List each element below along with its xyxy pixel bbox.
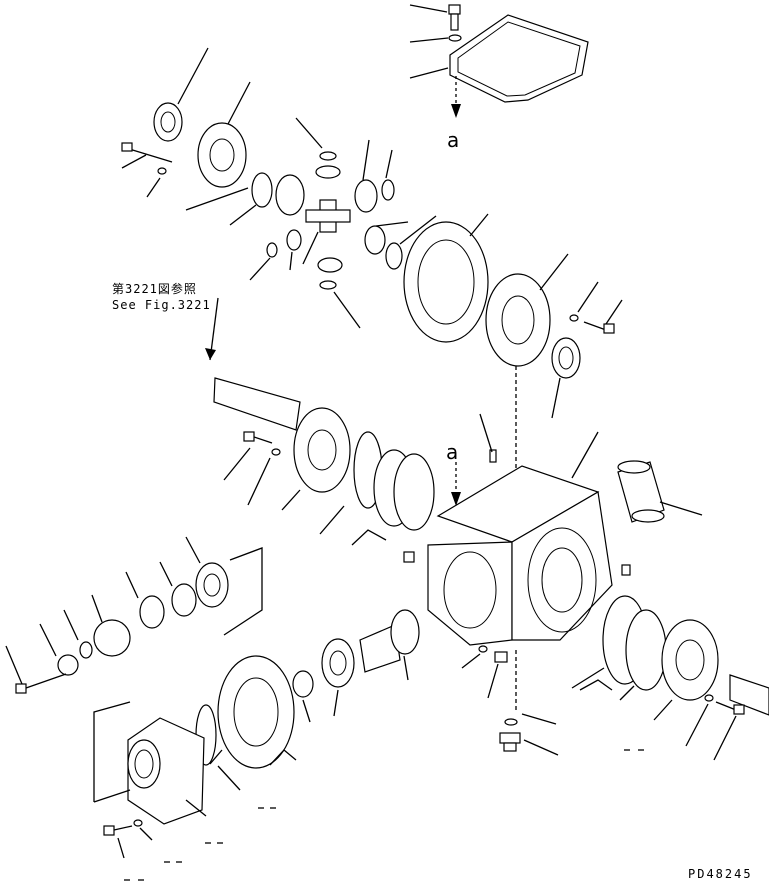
input-assembly [5, 536, 263, 694]
reference-mark-top: a [447, 128, 460, 152]
drain-washer-icon [504, 718, 518, 726]
yoke-bolt-icon [15, 673, 67, 694]
side-gear-left-icon [275, 174, 305, 216]
reference-mark-housing: a [446, 440, 459, 464]
leader-ticks [124, 749, 644, 881]
carrier-flange-plate [217, 655, 295, 769]
pinion-gear-right-icon [364, 225, 386, 255]
pinion-washer-left [266, 242, 278, 258]
right-flange-washer-icon [704, 694, 714, 702]
cover-washer-icon [448, 34, 462, 42]
breather-plug [403, 551, 415, 563]
carrier-assembly [93, 655, 297, 859]
pinion-gear-bottom-icon [317, 257, 343, 273]
right-bolt-icon [583, 321, 615, 334]
thrust-washer-far [385, 242, 403, 270]
flange-bolt-icon [243, 431, 273, 444]
drive-pinion-gear-icon [390, 609, 420, 655]
top-cover-assembly [409, 4, 589, 118]
ring-gear-assembly [403, 213, 623, 530]
input-bearing-outer-icon [195, 562, 229, 608]
housing-washer-icon [478, 645, 488, 653]
yoke [93, 619, 131, 657]
diff-bolt-icon [121, 142, 173, 163]
axle-housing-icon [403, 413, 631, 756]
right-shaft [729, 674, 769, 716]
drawing-code: PD48245 [688, 867, 753, 881]
housing-side-face [511, 491, 613, 641]
diff-case-right [485, 273, 551, 367]
drain-plug-icon [499, 732, 521, 752]
ring-gear-icon [403, 221, 489, 343]
sleeve-assembly [617, 460, 703, 523]
right-brake-assembly [571, 595, 769, 761]
right-washer-icon [569, 314, 579, 322]
diff-case-left [197, 122, 247, 188]
spider-cross [305, 199, 351, 233]
cage-washer-icon [133, 819, 143, 827]
see-also-japanese: 第3221図参照 [112, 282, 197, 296]
diff-washer-icon [157, 167, 167, 175]
right-flange-bolt-icon [715, 701, 745, 715]
oil-seal [139, 595, 165, 629]
thrust-washer-right [381, 179, 395, 201]
cover-bolt-icon [448, 4, 461, 31]
housing-plug-icon [494, 651, 508, 663]
right-flange-icon [661, 619, 719, 701]
pinion-bearing-icon [321, 638, 355, 688]
shaft-assembly [205, 297, 435, 546]
axle-shaft [213, 377, 301, 431]
down-arrow-icon [451, 104, 461, 118]
see-also-english: See Fig.3221 [112, 298, 211, 312]
thrust-washer-left [251, 172, 273, 208]
pinion-gear-top-icon [315, 165, 341, 179]
pinion-spacer [292, 670, 314, 698]
side-pin [621, 564, 631, 576]
shaft-flange [293, 407, 351, 493]
yoke-nut [79, 641, 93, 659]
flange-washer-icon [271, 448, 281, 456]
cover-plate [449, 14, 589, 103]
diff-bearing-icon [153, 102, 183, 142]
differential-assembly [121, 47, 437, 329]
yoke-washer-icon [57, 654, 79, 676]
cage-bolt-icon [103, 825, 133, 836]
brake-plate-right-b [625, 609, 667, 691]
pinion-washer-bottom [319, 280, 337, 290]
pinion-gear-left-icon [286, 229, 302, 251]
input-bearing-inner-icon [171, 583, 197, 617]
right-bearing-icon [551, 337, 581, 379]
side-gear-right-icon [354, 179, 378, 213]
drive-pinion-assembly [292, 609, 420, 723]
drive-pinion-shaft [359, 624, 401, 673]
pinion-washer-top [319, 151, 337, 161]
brake-disc-b [393, 453, 435, 531]
housing-front-face [427, 541, 513, 646]
